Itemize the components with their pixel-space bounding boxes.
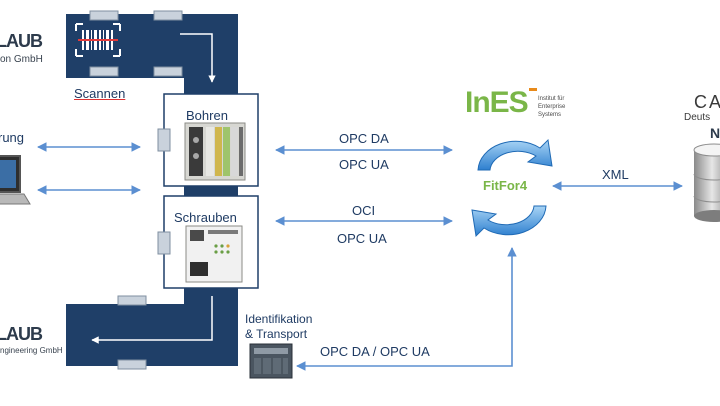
station-label-screw: Schrauben — [174, 210, 237, 225]
protocol-label-screw-top: OCI — [352, 203, 376, 218]
ines-accent-mark — [529, 88, 537, 91]
fitfor-cycle-icon — [471, 138, 553, 238]
logo-bottom-subtitle: ngineering GmbH — [0, 346, 63, 355]
protocol-label-screw-bottom: OPC UA — [337, 231, 387, 246]
station-label-ident-line2: & Transport — [245, 327, 308, 341]
logo-bottom-brand: LAUB — [0, 324, 43, 344]
ines-institute-line3: Systems — [538, 112, 562, 118]
station-label-scan: Scannen — [74, 86, 126, 101]
right-logo-brand: CA — [694, 92, 720, 112]
protocol-label-drill-bottom: OPC UA — [339, 157, 389, 172]
conveyor-bottom — [66, 295, 238, 370]
identification-device — [249, 343, 293, 379]
logo-top-brand: LAUB — [0, 31, 43, 51]
station-label-drill: Bohren — [186, 108, 228, 123]
laptop-icon — [0, 155, 31, 205]
ines-institute-line2: Enterprise — [538, 104, 566, 110]
screw-controller-device — [185, 225, 243, 283]
right-logo-sub2: N — [710, 125, 720, 141]
protocol-label-xml: XML — [602, 167, 629, 182]
ines-institute-line1: Institut für — [538, 96, 565, 102]
station-label-ident-line1: Identifikation — [245, 312, 313, 326]
ines-logo: InES — [465, 86, 529, 119]
fitfor-label: FitFor4 — [483, 178, 528, 193]
left-label-rung: rung — [0, 130, 25, 145]
database-icon — [693, 143, 720, 222]
barcode-scanner-icon — [75, 23, 121, 57]
protocol-label-drill-top: OPC DA — [339, 131, 389, 146]
arrow-bottom-protocol — [296, 247, 517, 371]
right-logo-sub1: Deuts — [684, 112, 711, 123]
protocol-label-bottom: OPC DA / OPC UA — [320, 344, 430, 359]
drill-controller-device — [184, 122, 246, 181]
logo-top-subtitle: on GmbH — [0, 54, 43, 65]
